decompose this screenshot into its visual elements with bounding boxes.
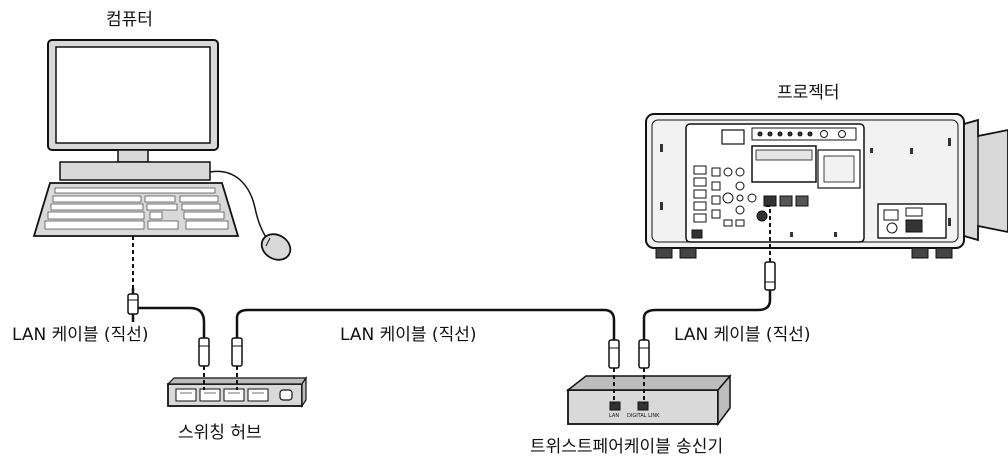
- monitor-screen: [55, 46, 211, 144]
- computer-label: 컴퓨터: [106, 10, 153, 30]
- monitor-stand: [117, 149, 149, 163]
- projector-lens: [963, 118, 1008, 242]
- projector-foot: [679, 247, 697, 259]
- lan-cable-middle-label: LAN 케이블 (직선): [340, 325, 477, 345]
- projector-icon: [645, 113, 1008, 259]
- lan-cable-middle: [235, 308, 616, 340]
- lan-connector: [198, 337, 210, 367]
- lan-cable-middle-dashed: [236, 366, 615, 404]
- keyboard-keys: [44, 187, 229, 230]
- mouse-cable: [209, 170, 269, 241]
- switching-hub-icon: [166, 376, 308, 408]
- lan-connector: [764, 261, 776, 291]
- lan-connector: [127, 293, 139, 315]
- projector-foot: [935, 247, 953, 259]
- switching-hub-label: 스위칭 허브: [178, 423, 262, 443]
- transmitter-digital-link-port: [637, 401, 649, 411]
- hub-port: [175, 388, 197, 402]
- lan-cable-left-dashed: [132, 236, 205, 390]
- hub-port: [223, 388, 245, 402]
- mouse-icon: [260, 233, 292, 261]
- computer-base-unit: [59, 161, 211, 181]
- transmitter-lan-port-label: LAN: [609, 413, 619, 419]
- lan-connector: [638, 339, 650, 369]
- lan-cable-right-label: LAN 케이블 (직선): [674, 325, 811, 345]
- lan-connectors: [127, 261, 776, 369]
- projector-foot: [655, 247, 673, 259]
- projector-label: 프로젝터: [777, 83, 840, 103]
- transmitter-digital-link-port-label: DIGITAL LINK: [627, 413, 660, 419]
- twisted-pair-transmitter-icon: LAN DIGITAL LINK: [565, 373, 732, 427]
- hub-port: [247, 388, 269, 402]
- lan-connector: [608, 339, 620, 369]
- twisted-pair-transmitter-label: 트위스트페어케이블 송신기: [530, 437, 724, 457]
- hub-port: [199, 388, 221, 402]
- lan-cable-right: [642, 290, 772, 340]
- computer-icon: [32, 39, 292, 261]
- projector-foot: [911, 247, 929, 259]
- lan-cable-right-dashed: [643, 205, 771, 404]
- lan-connector: [231, 337, 243, 367]
- transmitter-lan-port: [609, 401, 621, 411]
- lan-cable-left-label: LAN 케이블 (직선): [12, 325, 149, 345]
- projector-lan-port: [763, 195, 777, 207]
